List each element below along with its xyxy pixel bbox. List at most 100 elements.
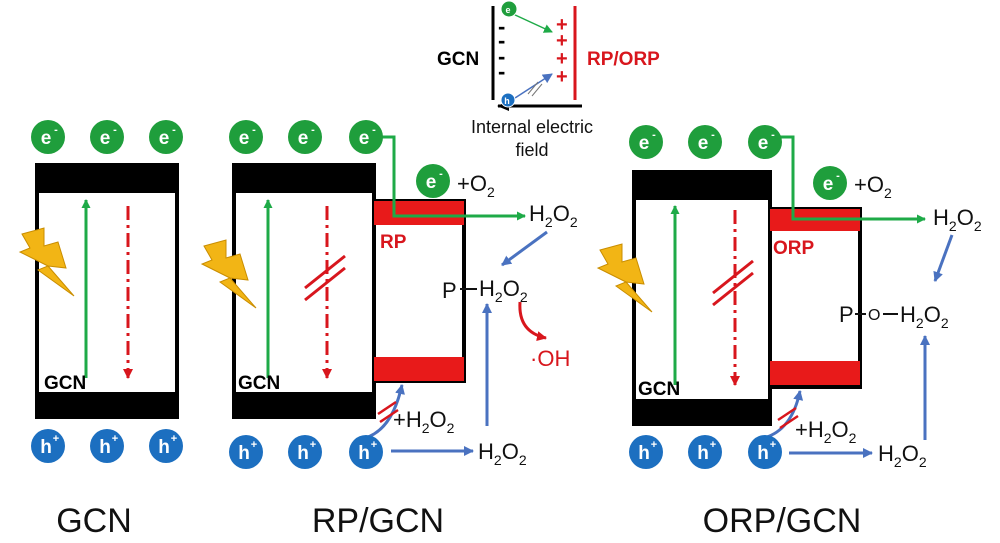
orp-valence-band: [770, 361, 860, 385]
carrier-charge: +: [112, 433, 118, 445]
h2o2-label: H2O2: [478, 439, 527, 468]
carrier-circle: [31, 120, 65, 154]
hole-icon: h+: [288, 435, 322, 469]
positive-charge-mark: +: [556, 48, 568, 70]
carrier-circle: [416, 164, 450, 198]
inset-rp-orp-label: RP/ORP: [587, 49, 660, 70]
carrier-circle: [629, 435, 663, 469]
carrier-circle: [229, 435, 263, 469]
carrier-circle: [90, 429, 124, 463]
negative-charge-mark: -: [498, 44, 505, 69]
carrier-charge: +: [171, 433, 177, 445]
hole-icon: h+: [748, 435, 782, 469]
carrier-circle: [688, 125, 722, 159]
hole-icon: h+: [229, 435, 263, 469]
o-label: O: [868, 307, 880, 324]
carrier-letter: e: [100, 128, 111, 149]
carrier-circle: [90, 120, 124, 154]
electron-icon: e-: [149, 120, 183, 154]
carrier-charge: -: [771, 129, 775, 141]
oh-generation-arrow: [518, 301, 547, 341]
carrier-circle: [288, 120, 322, 154]
inset-gcn-label: GCN: [437, 49, 479, 70]
carrier-letter: h: [757, 443, 769, 464]
p-label: P: [442, 278, 457, 303]
carrier-letter: e: [698, 133, 709, 154]
carrier-charge: -: [54, 124, 58, 136]
carrier-letter: h: [638, 443, 650, 464]
electron-icon: [500, 0, 518, 18]
light-bolt-icon: [200, 239, 257, 309]
gcn-valence-band: [634, 399, 770, 424]
carrier-charge: -: [836, 170, 840, 182]
carrier-circle: [149, 429, 183, 463]
carrier-letter: h: [697, 443, 709, 464]
electron-icon: e-: [31, 120, 65, 154]
carrier-circle: [748, 125, 782, 159]
electron-icon: e-: [229, 120, 263, 154]
carrier-letter: e: [359, 128, 370, 149]
carrier-circle: [688, 435, 722, 469]
caption-orp-gcn: ORP/GCN: [703, 502, 862, 540]
h2o-label: +H2O2: [393, 407, 455, 436]
gcn-body: [632, 170, 772, 426]
hole-icon: h+: [31, 429, 65, 463]
carrier-letter: h: [158, 437, 170, 458]
positive-charge-mark: +: [556, 14, 568, 36]
carrier-letter: e: [298, 128, 309, 149]
gcn-valence-band: [37, 392, 177, 417]
o2-label: +O2: [854, 172, 892, 201]
gcn-valence-band: [234, 392, 374, 417]
carrier-letter: h: [238, 443, 250, 464]
negative-charge-mark: -: [498, 28, 505, 53]
gcn-label: GCN: [44, 373, 86, 394]
carrier-letter: e: [758, 133, 769, 154]
gcn-label: GCN: [238, 373, 280, 394]
carrier-letter: e: [41, 128, 52, 149]
carrier-charge: -: [439, 168, 443, 180]
h2o2-label: H2O2: [878, 441, 927, 470]
electron-icon: e-: [90, 120, 124, 154]
carrier-charge: -: [311, 124, 315, 136]
hole-icon: h+: [90, 429, 124, 463]
panel-orp-gcn: GCN ORP P O: [596, 135, 954, 458]
electron-icon: e-: [349, 120, 383, 154]
block-mark: [304, 254, 346, 290]
carrier-charge: +: [651, 439, 657, 451]
carrier-charge: +: [53, 433, 59, 445]
hole-icon: h+: [349, 435, 383, 469]
carrier-circle: [149, 120, 183, 154]
oh-label: ·OH: [530, 346, 570, 371]
o2-label: +O2: [457, 171, 495, 200]
block-mark: [304, 266, 346, 302]
carrier-charge: -: [113, 124, 117, 136]
reaction-arrow: [933, 234, 954, 282]
rp-valence-band: [374, 357, 464, 381]
p-label: P: [839, 302, 854, 327]
carrier-circle: [748, 435, 782, 469]
orp-label: ORP: [773, 238, 815, 259]
block-mark: [779, 414, 799, 430]
carrier-letter: h: [358, 443, 370, 464]
carrier-circle: [31, 429, 65, 463]
inset-electric-field: [491, 0, 582, 111]
block-mark: [531, 83, 543, 97]
block-mark: [777, 406, 797, 422]
electron-icon: e-: [688, 125, 722, 159]
negative-charge-mark: -: [498, 59, 505, 84]
hole-icon: h+: [629, 435, 663, 469]
carrier-circle: [229, 120, 263, 154]
block-mark: [379, 408, 399, 424]
carrier-charge: -: [372, 124, 376, 136]
carrier-charge: +: [710, 439, 716, 451]
carrier-circle: [349, 120, 383, 154]
carrier-charge: -: [711, 129, 715, 141]
reaction-arrow: [501, 230, 548, 267]
carrier-circle: [629, 125, 663, 159]
carrier-charge: -: [172, 124, 176, 136]
gcn-conduction-band: [634, 172, 770, 200]
